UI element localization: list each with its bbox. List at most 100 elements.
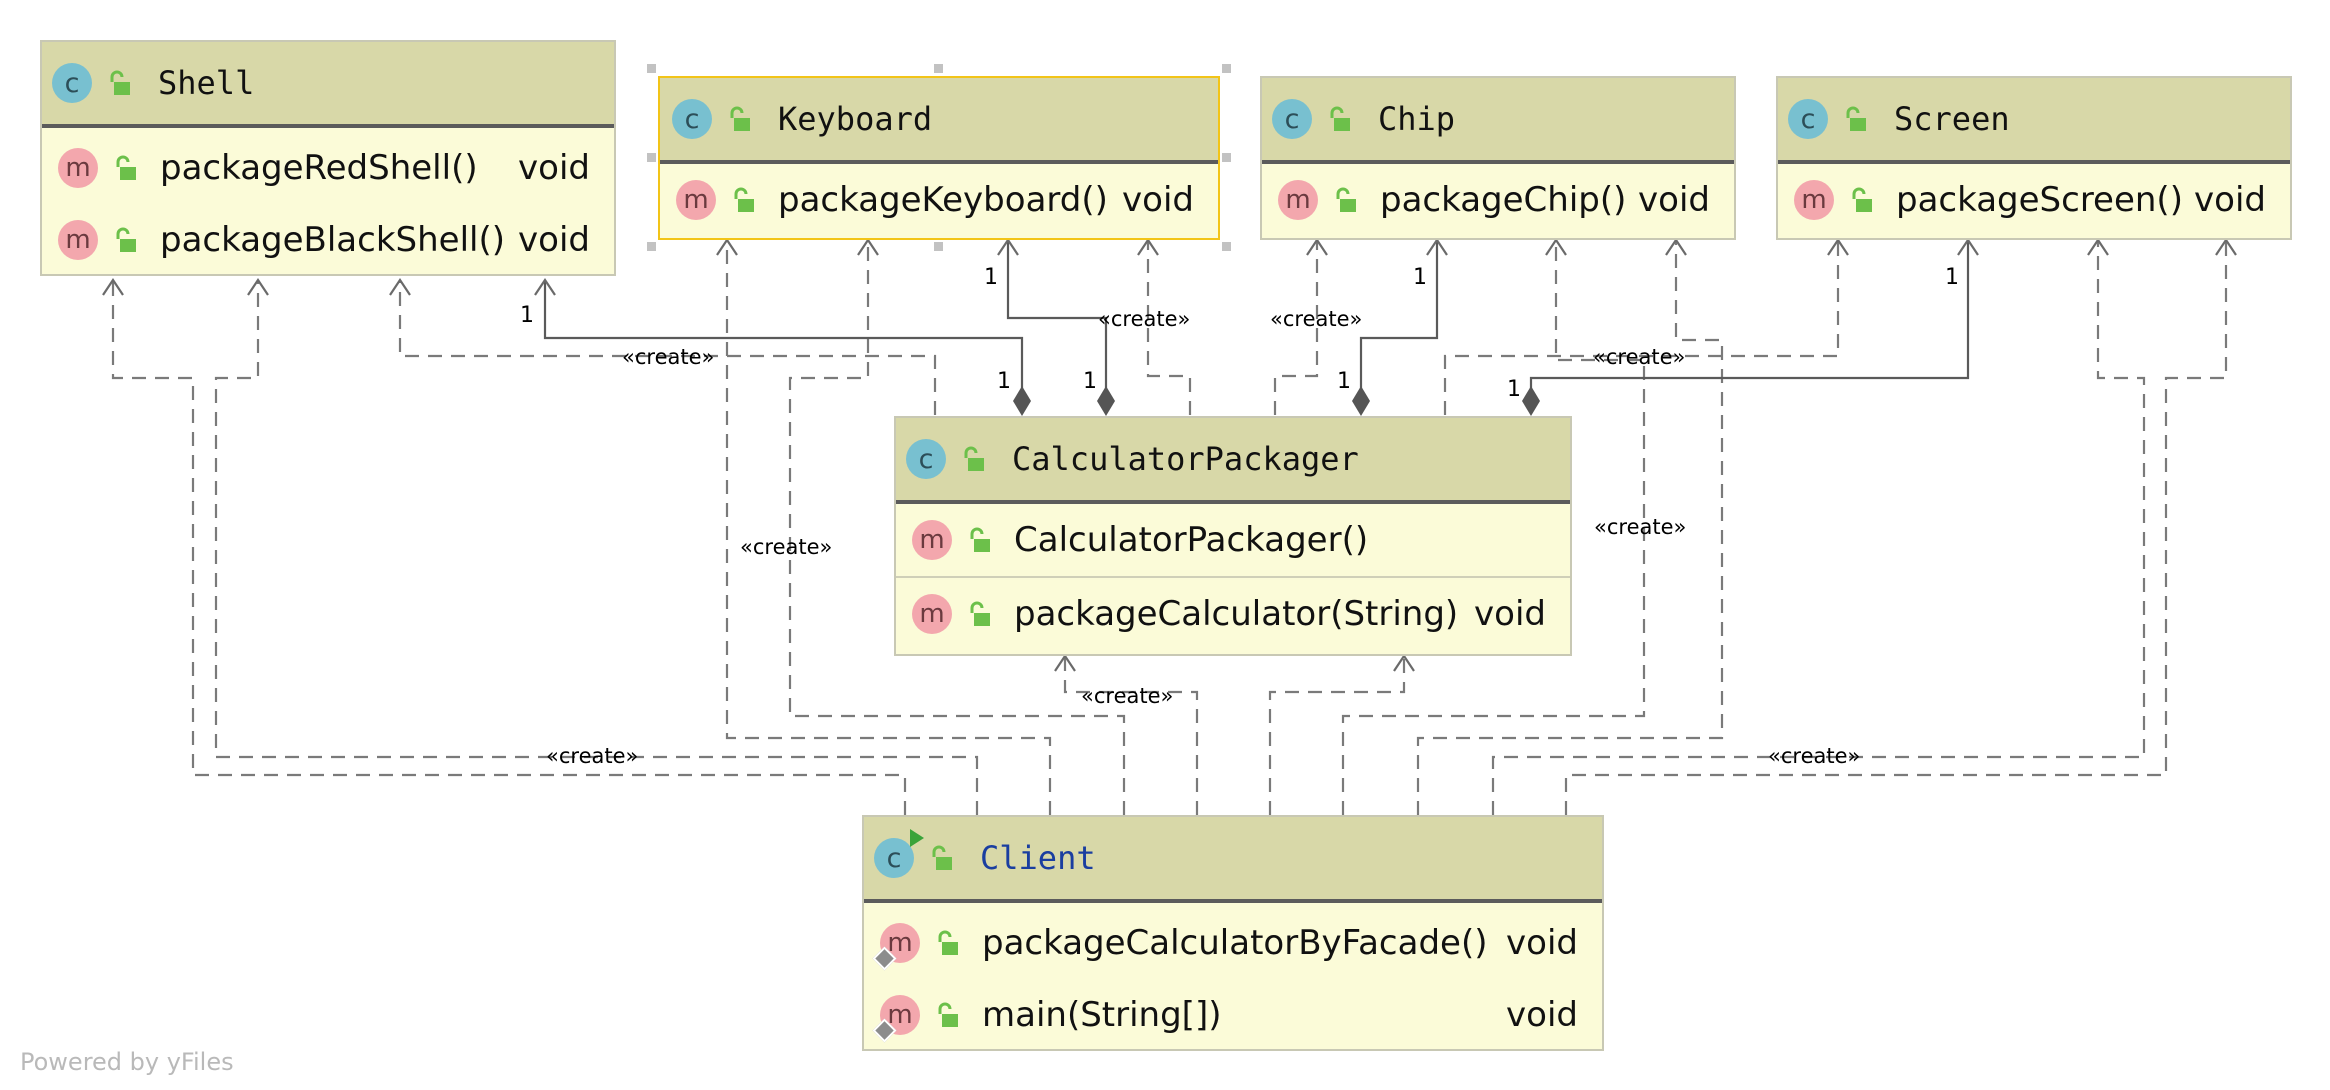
edge-label-create: «create» — [740, 535, 832, 559]
edge-client-calcpackager-a[interactable] — [1063, 656, 1199, 815]
public-lock-icon — [734, 187, 754, 212]
class-header[interactable]: c Shell — [42, 42, 614, 128]
class-header[interactable]: c Keyboard — [660, 78, 1218, 164]
method-row[interactable]: m packageBlackShell() void — [42, 204, 614, 276]
selection-handle[interactable] — [1222, 153, 1231, 162]
public-lock-icon — [932, 845, 952, 870]
edge-client-keyboard-a[interactable] — [725, 240, 1052, 815]
arrowhead — [2215, 238, 2237, 256]
method-m-icon: m — [58, 220, 98, 260]
method-return-type: void — [518, 148, 590, 188]
constructor-row[interactable]: m CalculatorPackager() — [896, 504, 1570, 576]
edge-composition-keyboard[interactable] — [1006, 240, 1108, 398]
edge-label-create: «create» — [1768, 744, 1860, 768]
method-m-icon: m — [912, 594, 952, 634]
class-node-shell[interactable]: c Shell m packageRedShell() void m — [40, 40, 616, 276]
composition-diamond — [1097, 386, 1115, 416]
method-row[interactable]: m packageCalculator(String) void — [896, 578, 1570, 650]
edge-composition-chip[interactable] — [1359, 240, 1439, 398]
public-lock-icon — [938, 1002, 958, 1027]
arrowhead — [1137, 238, 1159, 256]
powered-by-footer: Powered by yFiles — [20, 1048, 234, 1076]
selection-handle[interactable] — [647, 64, 656, 73]
edge-client-chip-a[interactable] — [1341, 240, 1646, 815]
method-row[interactable]: m packageRedShell() void — [42, 132, 614, 204]
method-name: packageKeyboard() — [778, 180, 1108, 220]
class-name: Client — [980, 839, 1096, 877]
edge-calcpackager-shell-create[interactable] — [398, 280, 937, 415]
method-row[interactable]: m packageChip() void — [1262, 164, 1734, 236]
public-lock-icon — [970, 601, 990, 626]
edge-label-create: «create» — [546, 744, 638, 768]
method-return-type: void — [518, 220, 590, 260]
edge-composition-shell[interactable] — [543, 280, 1024, 398]
arrowhead — [1426, 238, 1448, 256]
selection-handle[interactable] — [647, 242, 656, 251]
class-c-icon: c — [52, 63, 92, 103]
edge-client-calcpackager-b[interactable] — [1268, 656, 1406, 815]
edge-calcpackager-screen-create[interactable] — [1443, 240, 1840, 415]
class-header[interactable]: c CalculatorPackager — [896, 418, 1570, 504]
edge-calcpackager-keyboard-create[interactable] — [1146, 240, 1192, 415]
selection-handle[interactable] — [1222, 242, 1231, 251]
method-m-icon: m — [1278, 180, 1318, 220]
edge-label-create: «create» — [622, 345, 714, 369]
composition-diamond — [1013, 386, 1031, 416]
selection-handle[interactable] — [934, 64, 943, 73]
edge-client-shell-b[interactable] — [214, 280, 979, 815]
method-name: packageCalculatorByFacade() — [982, 923, 1488, 963]
edge-client-chip-b[interactable] — [1416, 240, 1724, 815]
multiplicity-label: 1 — [997, 369, 1011, 394]
public-lock-icon — [730, 106, 750, 131]
method-row[interactable]: m packageKeyboard() void — [660, 164, 1218, 236]
method-m-icon: m — [872, 995, 920, 1043]
method-row[interactable]: m packageScreen() void — [1778, 164, 2290, 236]
class-name: Chip — [1378, 100, 1456, 138]
public-lock-icon — [1336, 187, 1356, 212]
multiplicity-label: 1 — [520, 303, 534, 328]
class-c-icon: c — [906, 439, 946, 479]
method-m-icon: m — [912, 520, 952, 560]
constructor-name: CalculatorPackager() — [1014, 520, 1369, 560]
method-row[interactable]: m main(String[]) void — [864, 979, 1602, 1051]
multiplicity-label: 1 — [1083, 369, 1097, 394]
class-header[interactable]: c Chip — [1262, 78, 1734, 164]
selection-handle[interactable] — [647, 153, 656, 162]
edge-client-screen-a[interactable] — [1491, 240, 2146, 815]
public-lock-icon — [1846, 106, 1866, 131]
method-return-type: void — [1474, 594, 1546, 634]
multiplicity-label: 1 — [984, 265, 998, 290]
public-lock-icon — [1330, 106, 1350, 131]
edge-calcpackager-chip-create[interactable] — [1273, 240, 1319, 415]
public-lock-icon — [964, 446, 984, 471]
class-node-screen[interactable]: c Screen m packageScreen() void — [1776, 76, 2292, 240]
method-name: packageRedShell() — [160, 148, 478, 188]
class-header[interactable]: c Screen — [1778, 78, 2290, 164]
arrowhead — [389, 278, 411, 296]
arrowhead — [1827, 238, 1849, 256]
class-node-chip[interactable]: c Chip m packageChip() void — [1260, 76, 1736, 240]
edge-composition-screen[interactable] — [1529, 240, 1970, 398]
method-return-type: void — [1506, 995, 1578, 1035]
composition-diamond — [1352, 386, 1370, 416]
class-c-icon: c — [1272, 99, 1312, 139]
method-return-type: void — [1638, 180, 1710, 220]
arrowhead — [1957, 238, 1979, 256]
class-name: CalculatorPackager — [1012, 440, 1359, 478]
class-node-calculator-packager[interactable]: c CalculatorPackager m CalculatorPackage… — [894, 416, 1572, 656]
arrowhead — [1054, 654, 1076, 672]
selection-handle[interactable] — [934, 242, 943, 251]
method-row[interactable]: m packageCalculatorByFacade() void — [864, 907, 1602, 979]
class-node-client[interactable]: c Client m packageCalculatorByFacade() — [862, 815, 1604, 1051]
selection-handle[interactable] — [1222, 64, 1231, 73]
edge-client-keyboard-b[interactable] — [788, 240, 1126, 815]
class-header[interactable]: c Client — [864, 817, 1602, 903]
method-name: main(String[]) — [982, 995, 1222, 1035]
class-node-keyboard[interactable]: c Keyboard m packageKeyboard() void — [658, 76, 1220, 240]
edge-client-screen-b[interactable] — [1564, 240, 2228, 815]
edge-label-create: «create» — [1098, 307, 1190, 331]
method-m-icon: m — [1794, 180, 1834, 220]
public-lock-icon — [970, 527, 990, 552]
edge-client-shell-a[interactable] — [111, 280, 907, 815]
arrowhead — [2087, 238, 2109, 256]
